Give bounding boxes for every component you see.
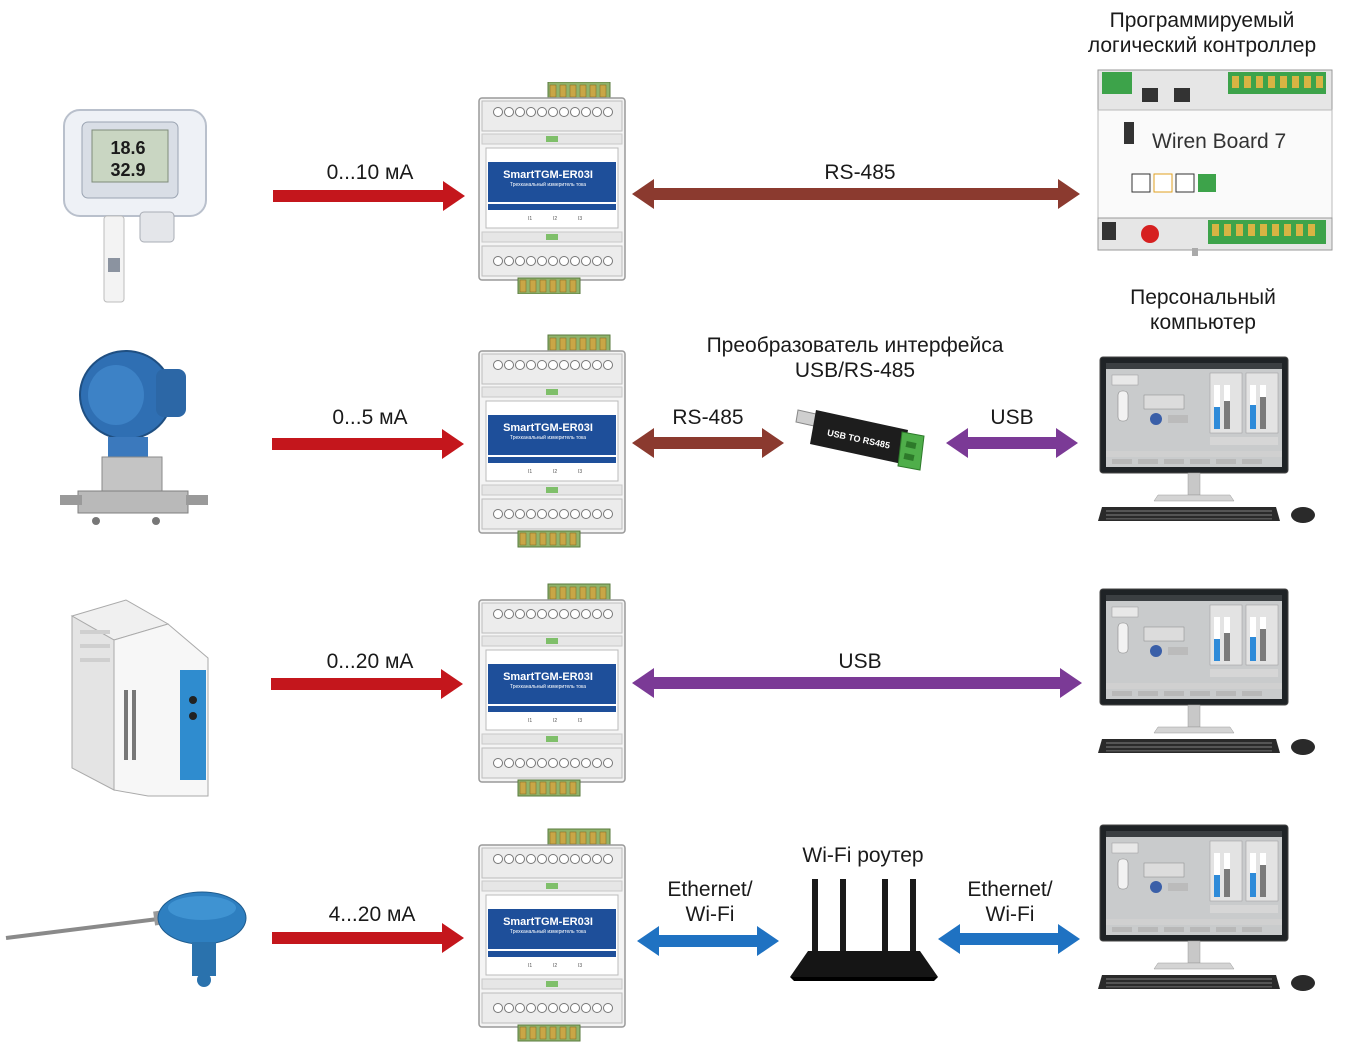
link-label-row-1: RS-485: [824, 161, 896, 184]
pressure-transmitter-image: [60, 350, 208, 525]
din-rail-converter-image: [70, 599, 209, 797]
ethernet-label-row-4-left: Ethernet/ Wi-Fi: [667, 878, 753, 926]
svg-text:18.6: 18.6: [110, 138, 145, 158]
smarttgm-module-row-1: [478, 82, 628, 294]
rs485-arrow-row-1: [632, 179, 1080, 209]
usb-arrow-row-3: [632, 668, 1082, 698]
ethernet-arrow-row-4-right: [938, 924, 1080, 954]
humidity-transmitter-image: 18.6 32.9: [63, 109, 207, 303]
current-label-row-1: 0...10 мА: [326, 161, 414, 184]
signal-arrow-row-2: [272, 429, 464, 459]
plc-name-text: Wiren Board 7: [1152, 130, 1286, 153]
signal-arrow-row-3: [271, 669, 463, 699]
signal-arrow-row-4: [272, 923, 464, 953]
current-label-row-2: 0...5 мА: [332, 406, 408, 429]
pc-image-row-2: [1098, 355, 1318, 525]
link-label-row-3: USB: [838, 650, 882, 673]
pc-image-row-4: [1098, 823, 1318, 993]
svg-text:32.9: 32.9: [110, 160, 145, 180]
temperature-probe-image: [5, 891, 247, 987]
rs485-arrow-row-2: [632, 428, 784, 458]
rs485-label-row-2: RS-485: [672, 406, 744, 429]
usb-arrow-row-2: [946, 428, 1078, 458]
current-label-row-4: 4...20 мА: [328, 903, 416, 926]
smarttgm-module-row-4: [478, 827, 628, 1043]
current-label-row-3: 0...20 мА: [326, 650, 414, 673]
plc-wiren-board-image: Wiren Board 7: [1097, 69, 1333, 256]
usb-rs485-converter-image: USB TO RS485: [795, 409, 925, 471]
smarttgm-module-row-3: [478, 582, 628, 798]
usb-label-row-2: USB: [990, 406, 1034, 429]
converter-title: Преобразователь интерфейса USB/RS-485: [706, 334, 1004, 382]
signal-arrow-row-1: [273, 181, 465, 211]
wifi-router-image: [790, 879, 938, 981]
pc-image-row-3: [1098, 587, 1318, 757]
ethernet-arrow-row-4-left: [637, 926, 779, 956]
plc-title: Программируемый логический контроллер: [1087, 9, 1317, 57]
smarttgm-module-row-2: [478, 333, 628, 549]
ethernet-label-row-4-right: Ethernet/ Wi-Fi: [967, 878, 1053, 926]
pc-title: Персональный компьютер: [1130, 286, 1276, 334]
router-title: Wi-Fi роутер: [802, 844, 924, 867]
